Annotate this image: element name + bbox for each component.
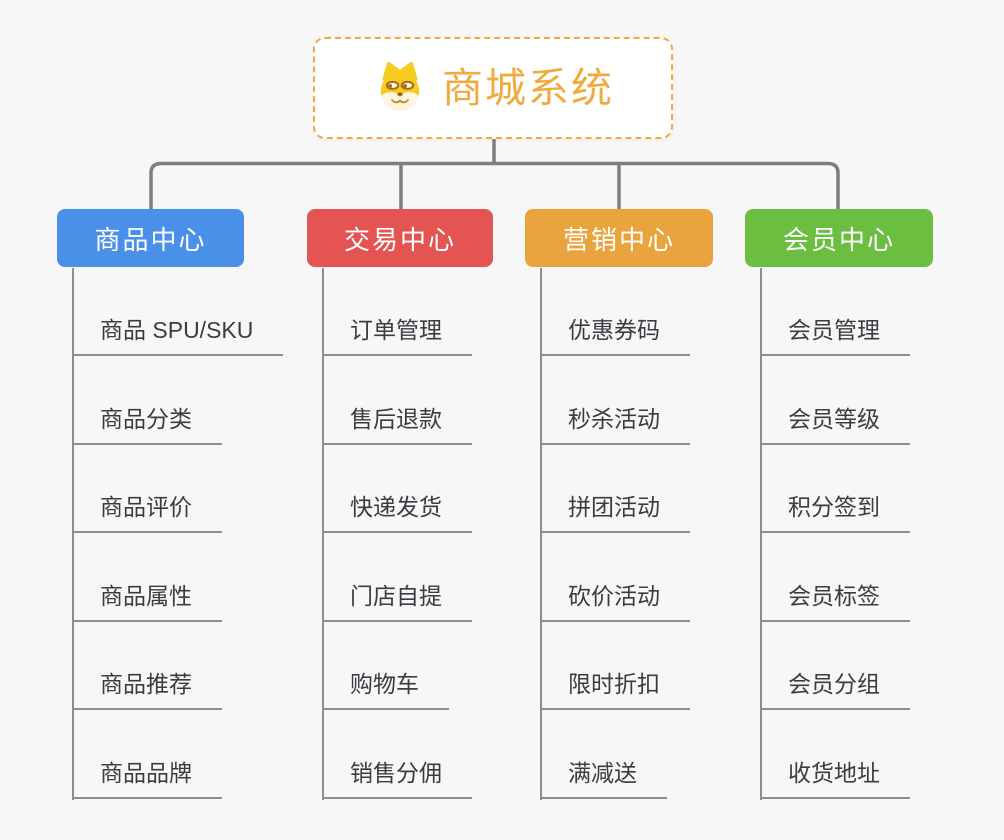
- sub-topic[interactable]: 快递发货: [322, 489, 472, 533]
- branch-node-label: 营销中心: [562, 224, 675, 255]
- sub-column-marketing-center: 优惠券码 秒杀活动 拼团活动 砍价活动 限时折扣 满减送: [540, 312, 690, 799]
- branch-trunk-line: [760, 268, 762, 800]
- branch-node-trade-center[interactable]: 交易中心: [307, 209, 493, 267]
- root-node-title: 商城系统: [442, 64, 614, 111]
- branch-trunk-line: [540, 268, 542, 800]
- branch-bus-line: [149, 161, 840, 210]
- sub-topic[interactable]: 商品 SPU/SKU: [72, 312, 284, 356]
- branch-trunk-line: [72, 268, 74, 800]
- sub-topic[interactable]: 会员标签: [760, 578, 910, 622]
- sub-topic[interactable]: 售后退款: [322, 401, 472, 445]
- sub-topic[interactable]: 会员等级: [760, 401, 910, 445]
- sub-topic[interactable]: 收货地址: [760, 755, 910, 799]
- branch-node-product-center[interactable]: 商品中心: [57, 209, 244, 267]
- branch-node-label: 交易中心: [343, 224, 456, 255]
- sub-topic[interactable]: 限时折扣: [540, 666, 690, 710]
- sub-topic[interactable]: 积分签到: [760, 489, 910, 533]
- sub-column-trade-center: 订单管理 售后退款 快递发货 门店自提 购物车 销售分佣: [322, 312, 472, 799]
- sub-topic[interactable]: 商品评价: [72, 489, 222, 533]
- sub-topic[interactable]: 购物车: [322, 666, 449, 710]
- sub-topic[interactable]: 优惠券码: [540, 312, 690, 356]
- sub-column-member-center: 会员管理 会员等级 积分签到 会员标签 会员分组 收货地址: [760, 312, 910, 799]
- sub-topic[interactable]: 商品分类: [72, 401, 222, 445]
- sub-topic[interactable]: 拼团活动: [540, 489, 690, 533]
- branch-node-member-center[interactable]: 会员中心: [745, 209, 933, 267]
- dog-face-icon: [380, 61, 420, 111]
- sub-topic[interactable]: 砍价活动: [540, 578, 690, 622]
- sub-column-product-center: 商品 SPU/SKU 商品分类 商品评价 商品属性 商品推荐 商品品牌: [72, 312, 284, 799]
- sub-topic[interactable]: 满减送: [540, 755, 667, 799]
- sub-topic[interactable]: 商品推荐: [72, 666, 222, 710]
- root-node[interactable]: 商城系统: [313, 37, 673, 139]
- branch-trunk-line: [322, 268, 324, 800]
- sub-topic[interactable]: 秒杀活动: [540, 401, 690, 445]
- branch-node-marketing-center[interactable]: 营销中心: [525, 209, 713, 267]
- sub-topic[interactable]: 商品品牌: [72, 755, 222, 799]
- sub-topic[interactable]: 销售分佣: [322, 755, 472, 799]
- branch-node-label: 会员中心: [782, 224, 895, 255]
- sub-topic[interactable]: 门店自提: [322, 578, 472, 622]
- sub-topic[interactable]: 会员分组: [760, 666, 910, 710]
- sub-topic[interactable]: 商品属性: [72, 578, 222, 622]
- branch-node-label: 商品中心: [94, 224, 207, 255]
- sub-topic[interactable]: 会员管理: [760, 312, 910, 356]
- sub-topic[interactable]: 订单管理: [322, 312, 472, 356]
